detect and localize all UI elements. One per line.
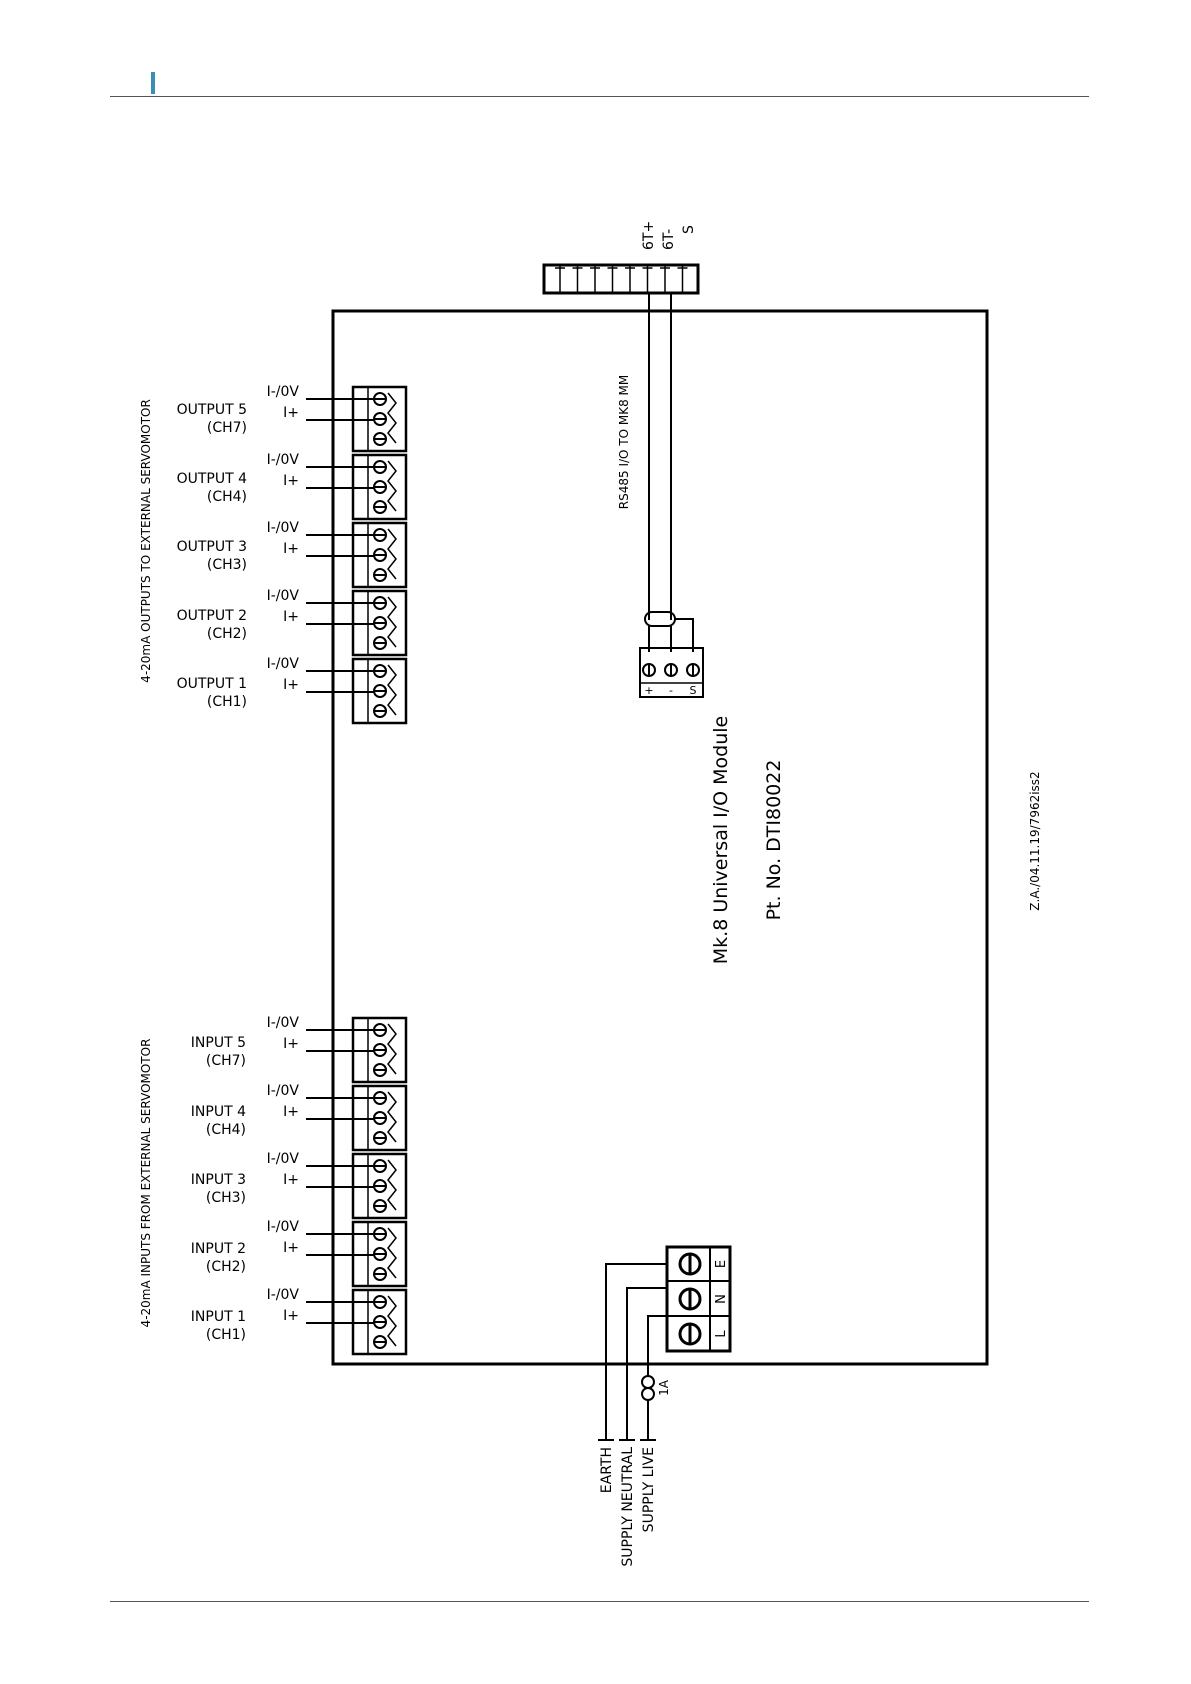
input-channel: (CH7) (206, 1053, 246, 1069)
pin-label-negative: I-/0V (267, 656, 300, 672)
pin-label-positive: I+ (283, 1240, 299, 1256)
terminal-blocks: I-/0VI+I-/0VI+I-/0VI+I-/0VI+I-/0VI+I-/0V… (267, 384, 408, 1356)
input-name: INPUT 5 (191, 1035, 246, 1051)
header-rule (110, 96, 1089, 97)
supply-neutral-label: SUPPLY NEUTRAL (620, 1447, 636, 1567)
output-name: OUTPUT 3 (177, 539, 247, 555)
rs485-connector: + - S (639, 647, 704, 698)
terminal-block: I-/0V I+ (267, 656, 408, 725)
terminal-block: I-/0V I+ (267, 588, 408, 657)
rs485-header: 6T+ 6T- S (542, 221, 700, 295)
pin-label-negative: I-/0V (267, 1015, 300, 1031)
terminal-block: I-/0V I+ (267, 1219, 408, 1288)
output-channel: (CH7) (207, 420, 247, 436)
revision-code: Z.A./04.11.19/7962iss2 (1028, 771, 1042, 910)
rs485-cable: RS485 I/O TO MK8 MM (617, 293, 694, 652)
output-labels: OUTPUT 5 (CH7) OUTPUT 4 (CH4) OUTPUT 3 (… (177, 402, 248, 710)
terminal-block: I-/0V I+ (267, 1287, 408, 1356)
module-outline (331, 309, 989, 1366)
module-title: Mk.8 Universal I/O Module (710, 716, 732, 964)
pin-label-positive: I+ (283, 1308, 299, 1324)
output-channel: (CH4) (207, 489, 247, 505)
input-name: INPUT 4 (191, 1104, 246, 1120)
power-wiring: 1A EARTH SUPPLY NEUTRAL SUPPLY LIVE (598, 1263, 671, 1567)
pin-label-negative: I-/0V (267, 1287, 300, 1303)
outputs-group-label: 4-20mA OUTPUTS TO EXTERNAL SERVOMOTOR (139, 399, 153, 683)
power-terminal: E N L (665, 1245, 732, 1353)
pin-label-positive: I+ (283, 1104, 299, 1120)
pin-label-negative: I-/0V (267, 1219, 300, 1235)
pin-label-positive: I+ (283, 677, 299, 693)
pin-label-negative: I-/0V (267, 520, 300, 536)
footer-rule (110, 1601, 1089, 1602)
power-terminal-label: L (714, 1330, 729, 1338)
input-channel: (CH2) (206, 1259, 246, 1275)
input-labels: INPUT 5 (CH7) INPUT 4 (CH4) INPUT 3 (CH3… (191, 1035, 246, 1343)
input-name: INPUT 2 (191, 1241, 246, 1257)
pin-label-negative: I-/0V (267, 384, 300, 400)
pin-label-negative: I-/0V (267, 452, 300, 468)
pin-label-negative: I-/0V (267, 1083, 300, 1099)
input-name: INPUT 1 (191, 1309, 246, 1325)
header-pin-label: 6T- (661, 229, 677, 250)
pin-label-negative: I-/0V (267, 1151, 300, 1167)
fuse-icon (641, 1375, 655, 1389)
terminal-block: I-/0V I+ (267, 1083, 408, 1152)
output-channel: (CH2) (207, 626, 247, 642)
pin-label-negative: I-/0V (267, 588, 300, 604)
terminal-block: I-/0V I+ (267, 1151, 408, 1220)
supply-live-label: SUPPLY LIVE (641, 1447, 657, 1532)
output-name: OUTPUT 4 (177, 471, 248, 487)
input-channel: (CH3) (206, 1190, 246, 1206)
header-pin-label: S (681, 225, 697, 234)
power-terminal-label: N (714, 1294, 729, 1304)
output-name: OUTPUT 1 (177, 676, 247, 692)
earth-label: EARTH (599, 1447, 615, 1493)
pin-label-positive: I+ (283, 541, 299, 557)
terminal-block: I-/0V I+ (267, 384, 408, 453)
terminal-block: I-/0V I+ (267, 452, 408, 521)
output-channel: (CH3) (207, 557, 247, 573)
connector-pin-label: S (690, 684, 697, 697)
connector-pin-label: + (644, 684, 653, 697)
input-channel: (CH4) (206, 1122, 246, 1138)
pin-label-positive: I+ (283, 473, 299, 489)
input-channel: (CH1) (206, 1327, 246, 1343)
header-pin-label: 6T+ (641, 221, 657, 250)
rs485-cable-label: RS485 I/O TO MK8 MM (617, 375, 631, 509)
connector-pin-label: - (669, 684, 673, 697)
page-marker (151, 72, 155, 94)
power-terminal-label: E (714, 1260, 729, 1268)
pin-label-positive: I+ (283, 609, 299, 625)
input-name: INPUT 3 (191, 1172, 246, 1188)
pin-label-positive: I+ (283, 405, 299, 421)
terminal-block: I-/0V I+ (267, 1015, 408, 1084)
terminal-block: I-/0V I+ (267, 520, 408, 589)
inputs-group-label: 4-20mA INPUTS FROM EXTERNAL SERVOMOTOR (139, 1039, 153, 1328)
header-pins (555, 265, 688, 293)
part-number: Pt. No. DTI80022 (763, 760, 785, 921)
output-channel: (CH1) (207, 694, 247, 710)
output-name: OUTPUT 2 (177, 608, 247, 624)
fuse-rating: 1A (657, 1379, 671, 1396)
pin-label-positive: I+ (283, 1036, 299, 1052)
pin-label-positive: I+ (283, 1172, 299, 1188)
output-name: OUTPUT 5 (177, 402, 247, 418)
